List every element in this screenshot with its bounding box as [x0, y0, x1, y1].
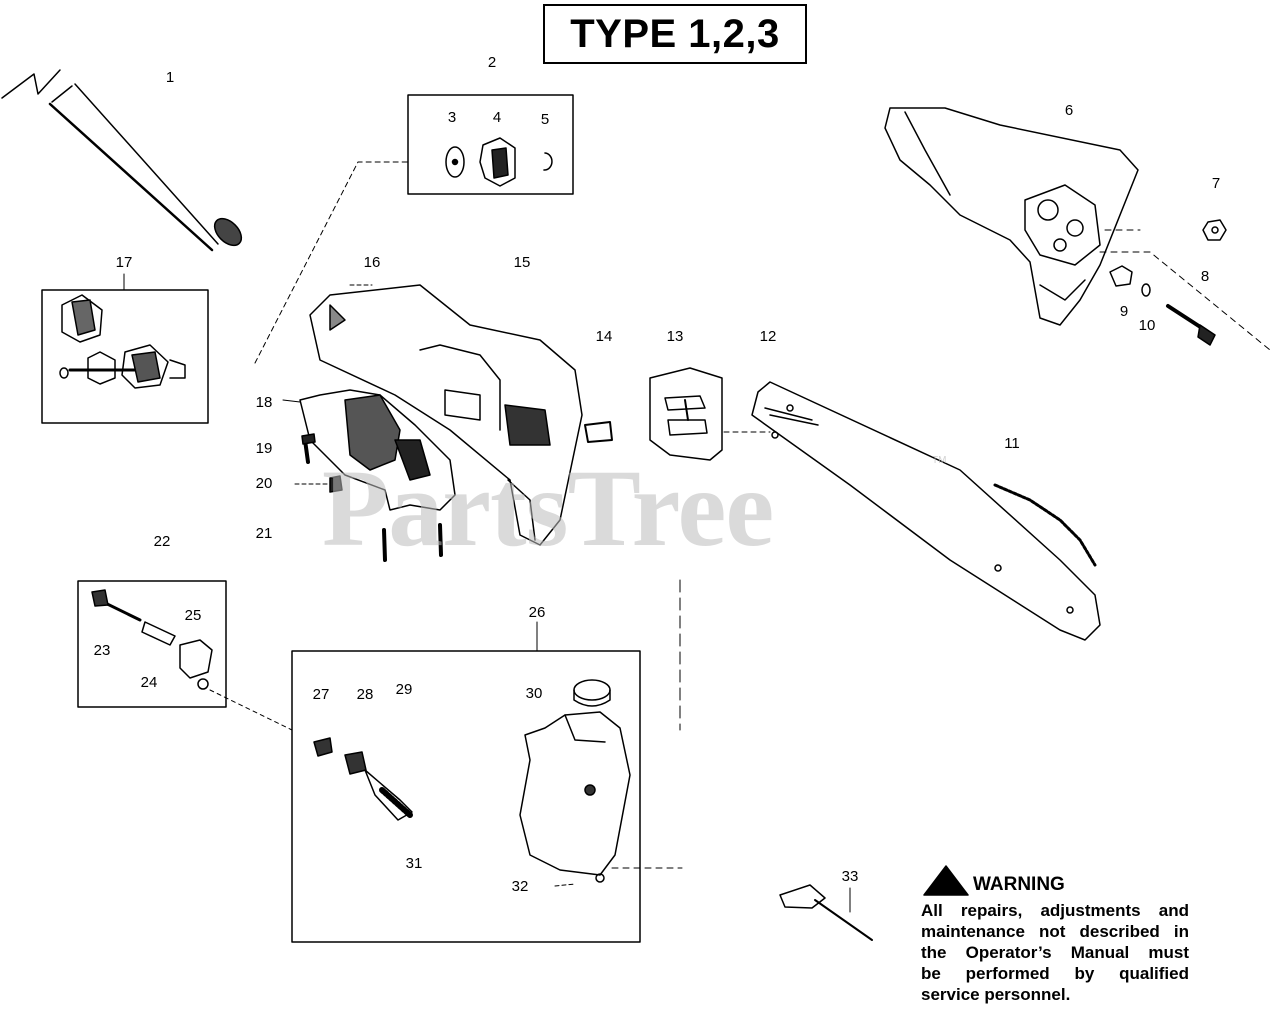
callout-label: 8 [1201, 268, 1209, 285]
callout-label: 4 [493, 109, 501, 126]
callout-label: 30 [526, 685, 543, 702]
callout-label: 24 [141, 674, 158, 691]
diagram-title: TYPE 1,2,3 [570, 11, 780, 56]
callout-label: 28 [357, 686, 374, 703]
callout-label: 1 [166, 69, 174, 86]
warning-line: the Operator’s Manual must [921, 943, 1189, 962]
callout-label: 26 [529, 604, 546, 621]
part-18-gear-housing [282, 389, 456, 511]
part-6-cover [884, 107, 1271, 351]
callout-label: 18 [256, 394, 273, 411]
part-11-bar [679, 381, 1101, 731]
callout-label: 9 [1120, 303, 1128, 320]
watermark-trademark: TM [932, 455, 947, 466]
part-2-kit [254, 94, 574, 364]
callout-label: 12 [760, 328, 777, 345]
callout-label: 22 [154, 533, 171, 550]
callout-label: 31 [406, 855, 423, 872]
callout-label: 11 [1004, 435, 1020, 452]
callout-label: 3 [448, 109, 456, 126]
warning-line: be performed by qualified [921, 964, 1189, 983]
warning-notice: WARNING All repairs, adjustments and mai… [921, 872, 1189, 1005]
parts-19-21-screws [294, 433, 443, 562]
warning-body: All repairs, adjustments and maintenance… [921, 900, 1189, 1005]
diagram-title-box: TYPE 1,2,3 [543, 4, 807, 64]
callout-label: 13 [667, 328, 684, 345]
callout-label: 32 [512, 878, 529, 895]
warning-line: All repairs, adjustments and [921, 901, 1189, 920]
part-17-kit [41, 273, 209, 424]
part-1-shaft [1, 69, 243, 252]
callout-label: 10 [1139, 317, 1156, 334]
part-13-plate [649, 367, 771, 461]
callout-label: 15 [514, 254, 531, 271]
warning-line: maintenance not described in [921, 922, 1189, 941]
callout-label: 17 [116, 254, 133, 271]
callout-label: 2 [488, 54, 496, 71]
parts-26-32-kit [291, 621, 683, 943]
callout-label: 29 [396, 681, 413, 698]
callout-label: 27 [313, 686, 330, 703]
callout-label: 25 [185, 607, 202, 624]
warning-heading-row: WARNING [921, 872, 1189, 898]
callout-label: 7 [1212, 175, 1220, 192]
callout-label: 23 [94, 642, 111, 659]
warning-heading: WARNING [973, 874, 1065, 895]
callout-label: 14 [596, 328, 613, 345]
callout-label: 21 [256, 525, 273, 542]
parts-7-10-hardware [1109, 219, 1227, 346]
part-33-wrench [779, 884, 873, 941]
callout-label: 33 [842, 868, 859, 885]
warning-line: service personnel. [921, 985, 1071, 1004]
callout-label: 16 [364, 254, 381, 271]
warning-icon-spacer [921, 872, 967, 898]
callout-label: 20 [256, 475, 273, 492]
parts-22-25-kit [77, 580, 293, 731]
callout-label: 6 [1065, 102, 1073, 119]
part-14-housing [309, 284, 613, 546]
warning-triangle-icon [923, 865, 969, 896]
callout-label: 5 [541, 111, 549, 128]
callout-label: 19 [256, 440, 273, 457]
